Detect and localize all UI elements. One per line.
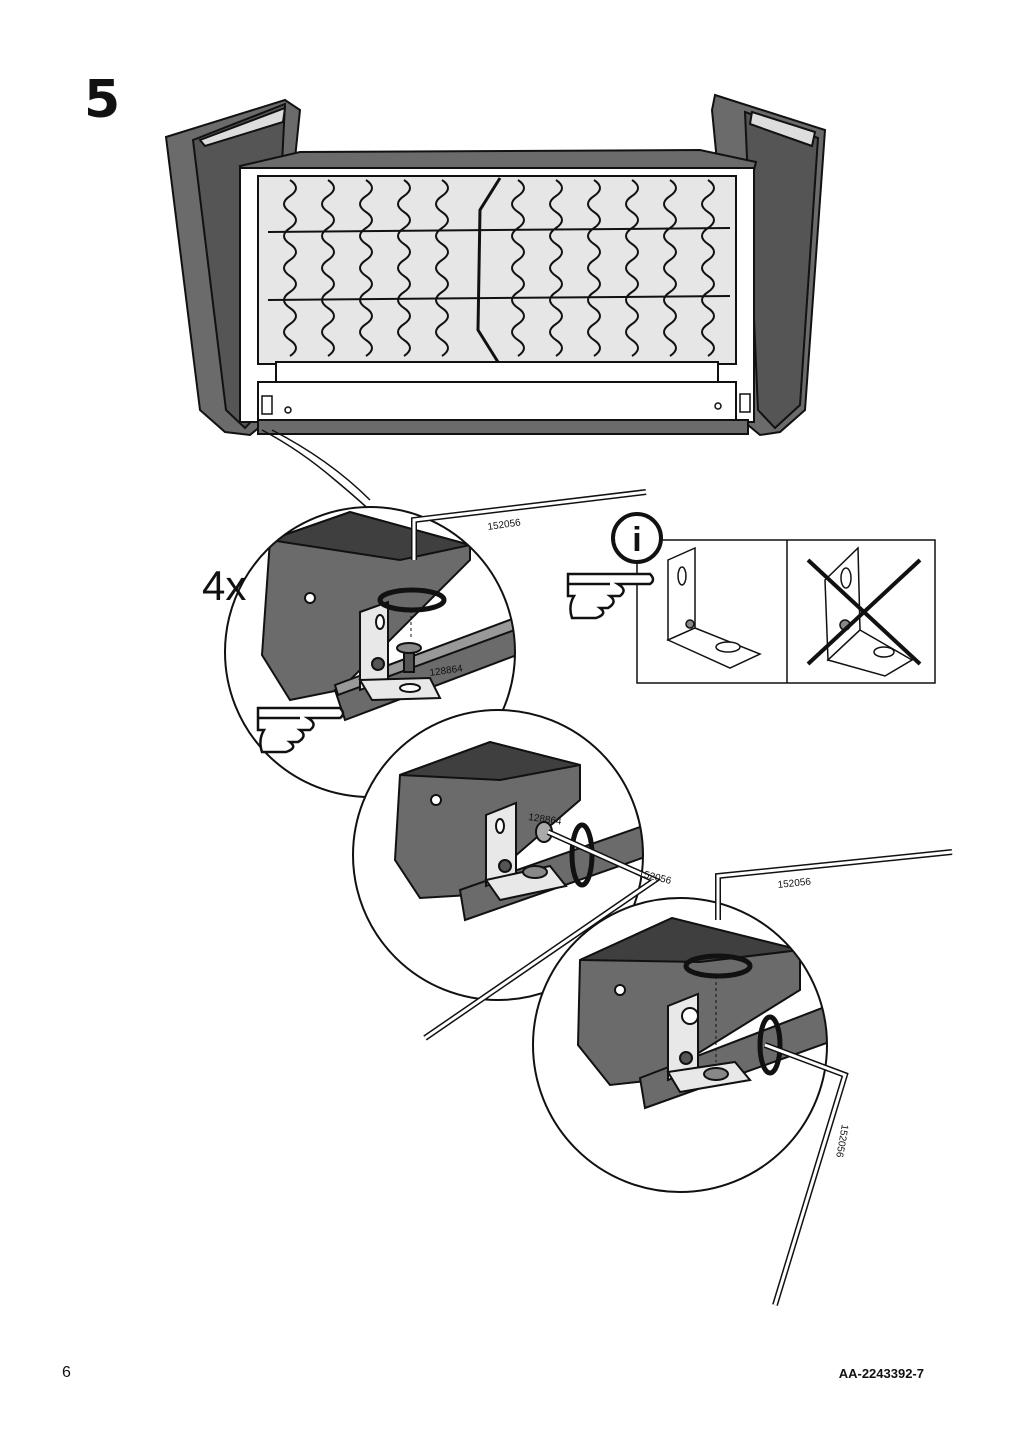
quantity-label: 4x — [202, 562, 246, 609]
pointing-hand-icon — [566, 572, 655, 620]
allen-key-label-4: 152056 — [833, 1123, 850, 1158]
svg-text:i: i — [632, 521, 641, 559]
document-code: AA-2243392-7 — [838, 1366, 924, 1381]
detail-circle-2: 128864 152056 — [352, 709, 673, 1041]
cross-icon — [806, 558, 922, 666]
screw-label-1: 128864 — [429, 663, 464, 679]
corner-brackets — [261, 393, 751, 415]
incorrect-bracket-orientation — [824, 546, 914, 677]
pointing-hand-icon — [256, 706, 345, 754]
allen-key-label-1: 152056 — [487, 517, 522, 533]
page-number: 6 — [62, 1364, 71, 1381]
detail-circle-3: 152056 152056 — [532, 849, 953, 1306]
info-icon: i — [611, 512, 663, 564]
allen-key-label-2: 152056 — [637, 868, 672, 887]
screw-label-2: 128864 — [528, 812, 563, 828]
spring-zigzags — [283, 179, 715, 357]
step-number: 5 — [84, 70, 121, 130]
correct-bracket-orientation — [666, 546, 762, 669]
info-box — [636, 539, 936, 684]
sofa-frame — [164, 93, 827, 437]
allen-key-label-3: 152056 — [777, 877, 812, 891]
